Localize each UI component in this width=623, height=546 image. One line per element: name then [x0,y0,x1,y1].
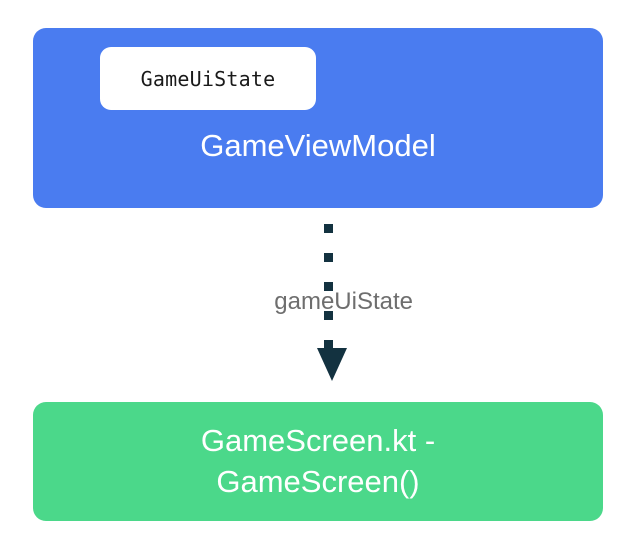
connector-dot-icon [324,282,333,291]
connector-dot-icon [324,311,333,320]
chip-game-ui-state-label: GameUiState [140,66,276,91]
connector-game-ui-state: gameUiState [274,218,413,388]
chip-game-ui-state[interactable]: GameUiState [100,47,316,110]
node-game-screen-title-line-2: GameScreen() [216,463,420,499]
node-game-view-model[interactable]: GameUiState GameViewModel [33,28,603,208]
connector-dotted-line [324,224,333,349]
connector-dot-icon [324,224,333,233]
connector-dot-icon [324,253,333,262]
node-game-view-model-title: GameViewModel [200,128,436,163]
arrow-down-icon [317,348,347,381]
node-game-screen-title-line-1: GameScreen.kt - [200,422,436,458]
connector-label: gameUiState [274,288,413,315]
node-game-screen[interactable]: GameScreen.kt - GameScreen() [33,402,603,521]
connector-dot-icon [324,340,333,349]
